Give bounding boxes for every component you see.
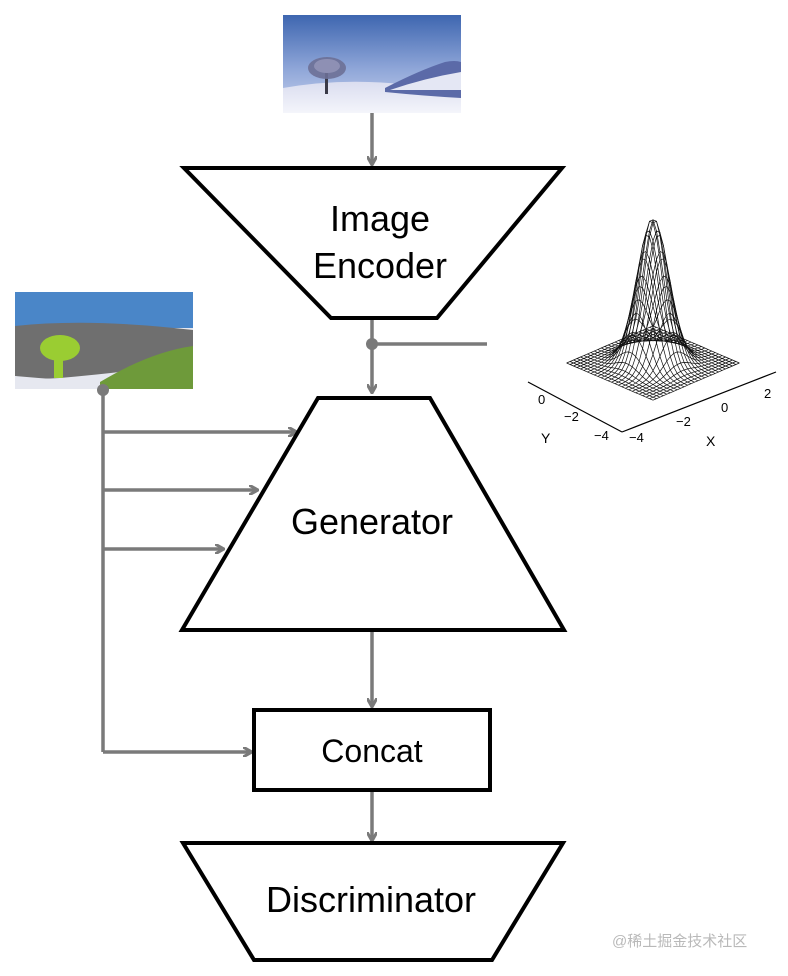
surface-grid-line <box>645 359 733 398</box>
surface-grid-line <box>573 359 661 398</box>
surface-axes: 0 −2 −4 Y −4 −2 0 2 X <box>527 371 777 449</box>
discriminator-block: Discriminator <box>179 841 567 962</box>
watermark-text: @稀土掘金技术社区 <box>612 933 747 950</box>
surface-grid-line <box>625 312 712 389</box>
surface-grid-line <box>652 325 740 364</box>
concat-block: Concat <box>252 708 492 792</box>
x-axis-label: X <box>706 433 716 449</box>
surface-grid-line <box>566 362 654 401</box>
surface-grid-line <box>621 285 709 388</box>
surface-grid-line <box>569 361 657 400</box>
discriminator-label: Discriminator <box>266 879 476 920</box>
image-encoder-label-line2: Encoder <box>313 245 447 286</box>
surface-grid-line <box>635 355 723 394</box>
segmentation-map-image <box>15 292 193 389</box>
image-encoder-label-line1: Image <box>330 198 430 239</box>
x-tick-3: 2 <box>764 386 771 401</box>
y-axis-label: Y <box>541 430 551 446</box>
surface-grid-line <box>642 358 730 397</box>
gaussian-surface-plot <box>566 219 740 401</box>
image-encoder-block: Image Encoder <box>179 166 567 320</box>
y-tick-1: −2 <box>564 409 579 424</box>
surface-grid-line <box>632 351 719 392</box>
surface-grid-line <box>604 230 692 380</box>
surface-grid-line <box>583 355 671 394</box>
surface-grid-line <box>652 362 740 401</box>
x-tick-0: −4 <box>629 430 644 445</box>
surface-grid-line <box>597 275 685 377</box>
y-tick-0: 0 <box>538 392 545 407</box>
photo-input-image <box>283 15 461 113</box>
surface-grid-line <box>611 219 699 382</box>
junction-dot-noise <box>366 338 378 350</box>
surface-grid-line <box>576 358 664 397</box>
x-tick-2: 0 <box>721 400 728 415</box>
concat-label: Concat <box>321 733 423 769</box>
surface-grid-line <box>566 325 654 364</box>
surface-grid-line <box>583 332 671 371</box>
surface-grid-line <box>628 335 716 391</box>
generator-label: Generator <box>291 501 453 542</box>
surface-grid-line <box>604 234 692 385</box>
surface-grid-line <box>607 219 695 382</box>
surface-grid-line <box>618 258 705 386</box>
surface-grid-line <box>580 356 667 395</box>
surface-grid-line <box>649 361 737 400</box>
surface-grid-line <box>601 250 688 379</box>
x-tick-1: −2 <box>676 414 691 429</box>
junction-dot-segmap <box>97 384 109 396</box>
surface-grid-line <box>587 332 674 373</box>
surface-grid-line <box>614 234 702 385</box>
connectors <box>101 113 487 840</box>
y-tick-2: −4 <box>594 428 609 443</box>
surface-grid-line <box>569 326 657 365</box>
surface-grid-line <box>639 356 726 395</box>
surface-grid-line <box>649 326 737 365</box>
surface-grid-line <box>587 351 674 392</box>
generator-block: Generator <box>178 396 568 632</box>
